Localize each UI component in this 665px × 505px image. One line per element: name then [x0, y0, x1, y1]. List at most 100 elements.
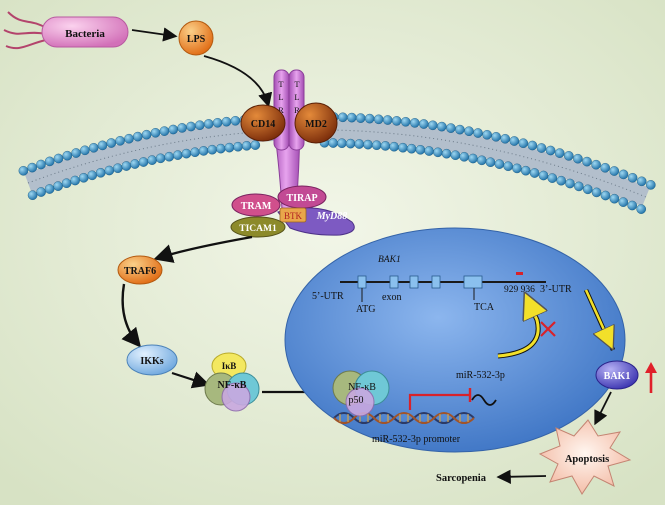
lipid-head	[207, 144, 217, 155]
lipid-head	[88, 142, 99, 153]
lipid-head	[53, 181, 63, 191]
lipid-head	[250, 140, 261, 150]
utr5-label: 5’-UTR	[312, 291, 344, 302]
arrow-bacteria-to-lps	[131, 27, 178, 42]
lipid-head	[62, 150, 73, 161]
lipid-head	[147, 155, 157, 165]
traf6-node: TRAF6	[117, 255, 163, 285]
lipid-head	[113, 163, 123, 173]
arrow-apoptosis-to-sarcopenia	[496, 469, 547, 484]
blocked-mark	[540, 321, 556, 337]
lipid-head	[53, 153, 64, 164]
tram-label: TRAM	[241, 201, 272, 212]
lipid-head	[186, 121, 196, 132]
bak1-protein-label: BAK1	[604, 371, 631, 382]
lipid-head	[95, 167, 106, 178]
lipid-head	[70, 175, 80, 186]
lipid-head	[574, 181, 584, 192]
lipid-head	[476, 155, 487, 166]
lipid-head	[382, 115, 393, 125]
cd14-label: CD14	[251, 119, 275, 130]
lipid-head	[371, 140, 382, 150]
lipid-head	[450, 150, 461, 160]
bak1-gene: BAK1 5’-UTR ATG exon TCA 929 936 3’-UTR	[312, 255, 572, 315]
apoptosis-node: Apoptosis	[538, 419, 632, 495]
lipid-head	[150, 127, 161, 138]
tca-label: TCA	[474, 302, 495, 313]
mirna-binding-arrow	[497, 300, 538, 358]
lipid-head	[337, 112, 348, 123]
lipid-head	[364, 113, 375, 124]
lipid-head	[164, 151, 174, 162]
lipid-head	[418, 119, 429, 129]
lipid-head	[406, 143, 417, 154]
lipid-head	[627, 172, 638, 183]
inhibition-line	[408, 393, 470, 410]
mirna-strand	[471, 394, 497, 406]
btk-label: BTK	[284, 211, 303, 221]
lipid-head	[482, 129, 492, 140]
lipid-head	[609, 166, 620, 176]
adaptor-complex: MyD88 TIRAP TRAM BTK TICAM1	[230, 185, 355, 238]
lipid-head	[215, 143, 226, 154]
lipid-head	[494, 159, 505, 169]
nfkb-cytoplasmic-complex: IκB NF-κB	[204, 352, 260, 412]
lps-node: LPS	[178, 20, 214, 56]
md2-label: MD2	[305, 119, 327, 130]
lipid-head	[415, 144, 426, 155]
lipid-head	[583, 184, 593, 195]
lipid-head	[194, 120, 205, 130]
bak1-protein: BAK1	[595, 360, 639, 390]
arrow-adaptor-to-traf6	[153, 235, 253, 263]
lipid-head	[618, 197, 629, 207]
lipid-head	[573, 153, 583, 164]
lipid-head	[221, 116, 232, 127]
lipid-head	[124, 133, 134, 144]
lipid-head	[554, 148, 565, 158]
tlr4-right-letter-2: L	[294, 92, 299, 102]
lipid-head	[97, 140, 108, 151]
lipid-head	[61, 178, 72, 188]
lipid-head	[545, 145, 556, 156]
p50-label: p50	[349, 395, 364, 406]
lipid-head	[346, 112, 357, 123]
lipid-head	[168, 124, 178, 135]
lipid-head	[591, 187, 602, 198]
ticam1-label: TICAM1	[239, 224, 277, 234]
lipid-head	[130, 159, 140, 169]
lipid-head	[527, 140, 538, 151]
lipid-head	[87, 170, 97, 181]
lipid-head	[203, 119, 214, 129]
lipid-head	[427, 120, 438, 131]
lipid-head	[512, 163, 522, 174]
lipid-head	[627, 200, 638, 211]
lipid-head	[80, 145, 90, 156]
lipid-head	[18, 165, 29, 176]
nfkb-nuclear-label: NF-κB	[348, 382, 376, 393]
lipid-head	[373, 114, 384, 125]
tlr4-left-letter-2: L	[278, 92, 283, 102]
apoptosis-label: Apoptosis	[565, 454, 609, 465]
bak1-gene-label: BAK1	[378, 255, 401, 265]
lipid-head	[636, 176, 647, 187]
lipid-head	[115, 135, 125, 146]
lipid-head	[212, 118, 223, 128]
tlr4-right-letter-1: T	[294, 79, 300, 89]
lipid-head	[155, 153, 166, 164]
lipid-head	[172, 150, 183, 160]
lipid-head	[468, 153, 478, 164]
atg-label: ATG	[356, 304, 375, 315]
ikks-node: IKKs	[126, 344, 178, 376]
dna-helix: miR-532-3p promoter	[333, 412, 475, 445]
lipid-head	[441, 148, 452, 159]
tlr4-left-letter-3: R	[278, 105, 284, 115]
traf6-label: TRAF6	[124, 266, 156, 277]
lipid-head	[230, 116, 241, 126]
lipid-head	[233, 141, 243, 152]
exon-label: exon	[382, 292, 401, 303]
lipid-head	[424, 146, 434, 156]
lipid-head	[600, 190, 611, 201]
lipid-head	[121, 161, 132, 171]
